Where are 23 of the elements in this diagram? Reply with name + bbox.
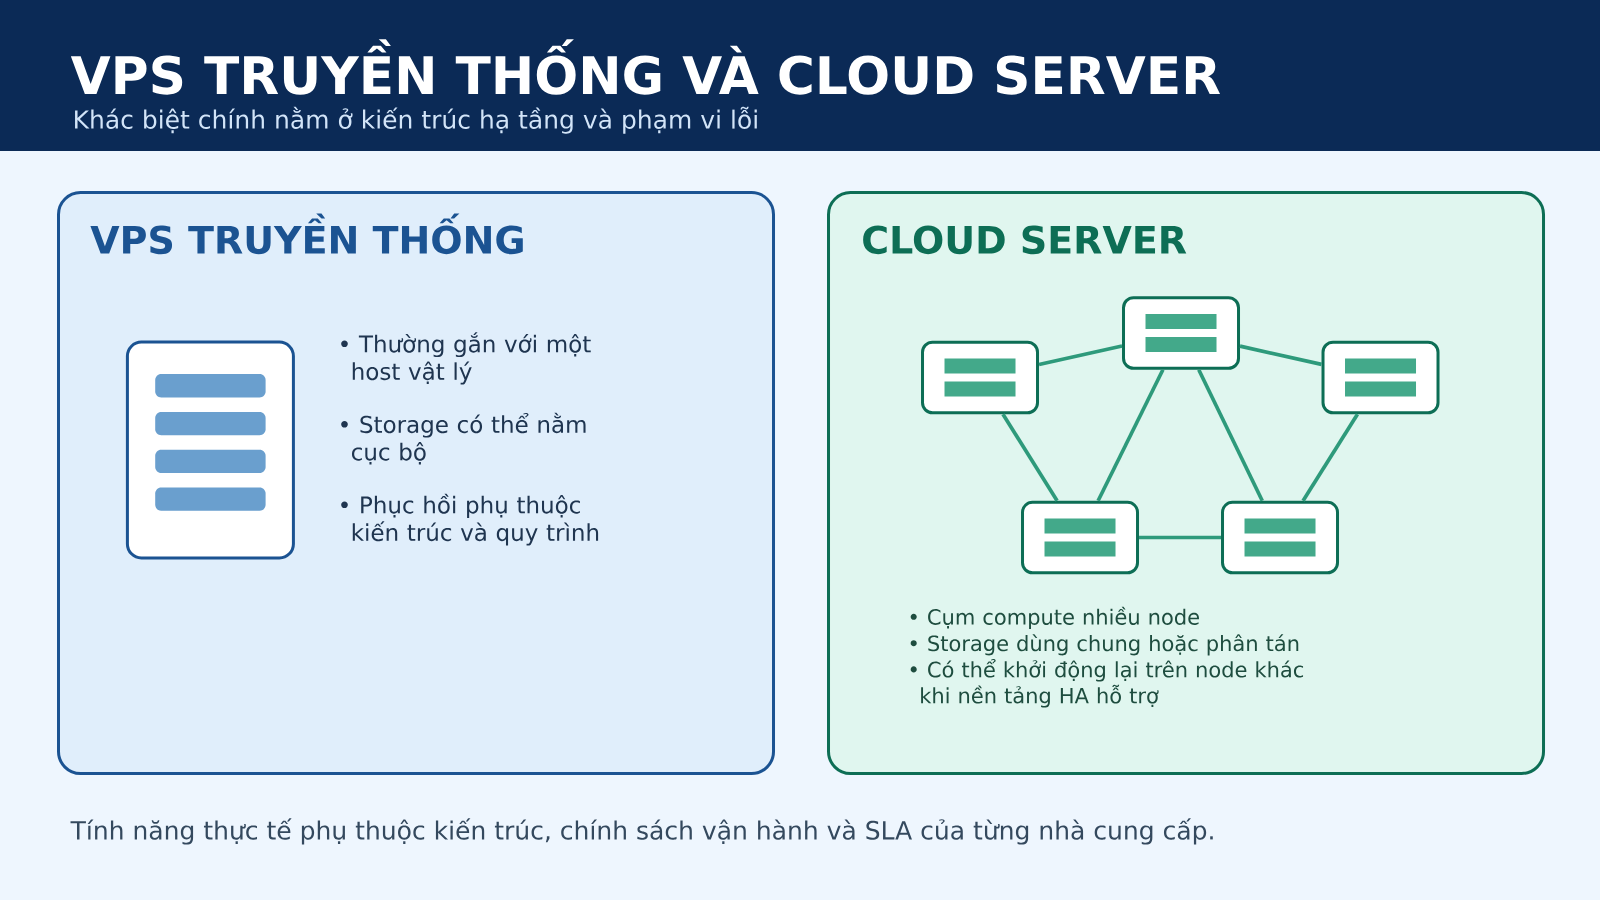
connector-line <box>1096 368 1165 502</box>
connector-line <box>1301 413 1359 502</box>
title: VPS TRUYỀN THỐNG VÀ CLOUD SERVER <box>70 39 1221 95</box>
footnote: Tính năng thực tế phụ thuộc kiến trúc, chính sách vận hành và SLA của từng nhà cung cấp. <box>70 818 1213 845</box>
bullet-item: • Thường gắn với một host vật lý <box>341 332 591 385</box>
server-icon <box>921 340 1039 415</box>
connector-line <box>1197 368 1264 502</box>
subtitle: Khác biệt chính nằm ở kiến trúc hạ tầng và phạm vi lỗi <box>75 106 757 134</box>
bullet-item: • Phục hồi phụ thuộc kiến trúc và quy trình <box>341 493 599 546</box>
server-icon <box>1321 340 1440 415</box>
bullet-item: • Cụm compute nhiều node <box>910 606 1199 629</box>
connector-line <box>1139 535 1221 540</box>
connector-line <box>1001 413 1059 502</box>
connector-line <box>1038 344 1123 367</box>
panel-heading: CLOUD SERVER <box>863 225 1187 255</box>
server-icon <box>1221 500 1339 575</box>
server-icon <box>1021 500 1139 575</box>
server-icon <box>1122 296 1240 370</box>
bullet-item: • Storage dùng chung hoặc phân tán <box>910 634 1299 656</box>
panel-heading: VPS TRUYỀN THỐNG <box>90 213 523 255</box>
bullet-item: • Storage có thể nằm cục bộ <box>341 412 586 465</box>
bullet-item: • Có thể khởi động lại trên node khác khi nền tảng HA hỗ trợ <box>910 659 1304 708</box>
connector-line <box>1239 344 1322 367</box>
